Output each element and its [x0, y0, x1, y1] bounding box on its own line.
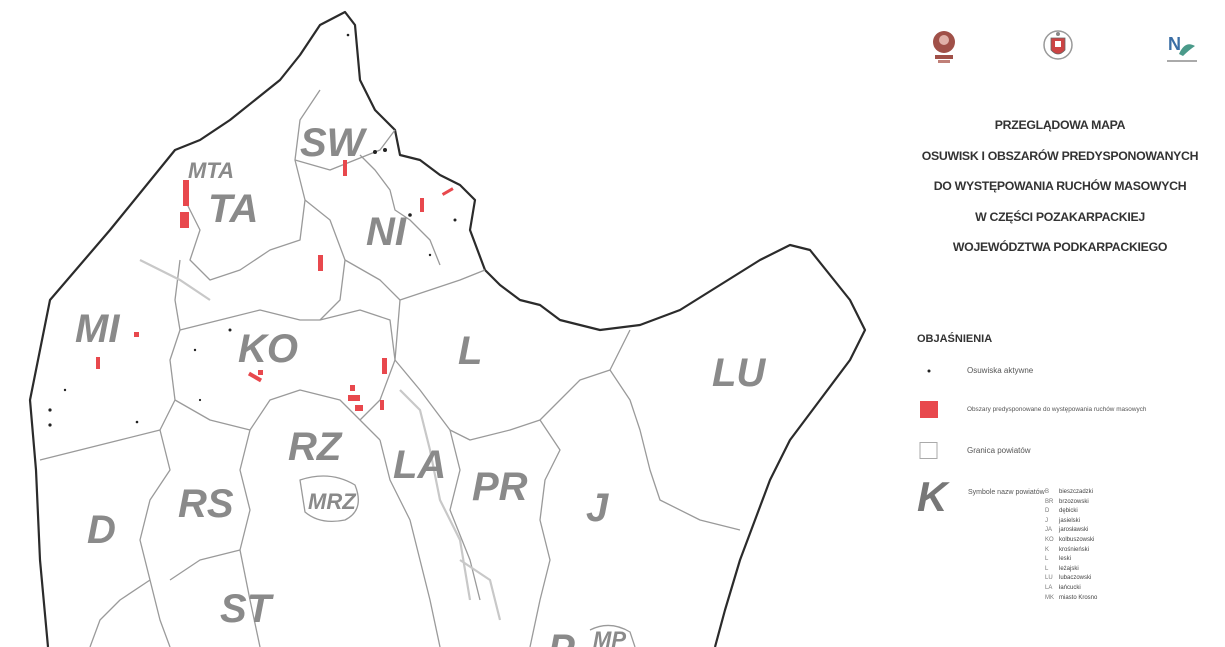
western-boundary-highlight	[139, 259, 502, 621]
abbreviation-name: lubaczowski	[1059, 575, 1092, 582]
abbreviation-name: łańcucki	[1059, 584, 1081, 591]
abbreviation-code: B	[1045, 489, 1050, 495]
region-label-ta: TA	[208, 187, 258, 231]
region-label-rz: RZ	[288, 425, 343, 469]
legend-header: OBJAŚNIENIA	[917, 333, 993, 345]
abbreviation-name: miasto Krosno	[1059, 594, 1098, 601]
abbreviation-code: BR	[1045, 498, 1054, 505]
region-label-ko: KO	[238, 327, 298, 371]
map-title: PRZEGLĄDOWA MAPA OSUWISK I OBSZARÓW PRED…	[895, 110, 1225, 263]
region-label-mta: MTA	[188, 158, 234, 183]
abbreviation-code: K	[1045, 546, 1050, 553]
region-label-ni: NI	[366, 210, 407, 254]
abbreviation-code: L	[1045, 565, 1049, 572]
region-label-rs: RS	[178, 482, 234, 526]
region-label-pr: PR	[472, 465, 528, 509]
abbreviation-name: leżajski	[1059, 565, 1079, 572]
region-label-d: D	[87, 508, 116, 552]
abbreviation-code: LA	[1045, 584, 1053, 591]
district-map: SW MTA TA NI MI KO L LU RZ LA PR RS MRZ …	[28, 10, 867, 647]
legend-label: Obszary predysponowane do występowania r…	[967, 406, 1147, 413]
district-symbol-label: Symbole nazw powiatów	[968, 489, 1045, 496]
red-square-icon	[917, 401, 939, 421]
district-symbol: K	[917, 473, 948, 520]
region-label-l: L	[458, 329, 482, 373]
abbreviation-name: jasielski	[1059, 517, 1081, 524]
abbreviation-code: J	[1045, 517, 1048, 524]
region-label-la: LA	[393, 443, 446, 487]
region-label-st: ST	[220, 587, 275, 631]
region-label-mp: MP	[593, 627, 626, 647]
abbreviation-name: krośnieński	[1059, 546, 1090, 553]
abbreviation-row: JA jarosławski	[1045, 526, 1097, 536]
institute-logo-icon	[927, 28, 961, 68]
title-line: PRZEGLĄDOWA MAPA	[994, 118, 1126, 132]
legend-label: Granica powiatów	[967, 446, 1031, 455]
region-label-lu: LU	[712, 351, 766, 395]
abbreviation-name: kolbuszowski	[1059, 536, 1095, 543]
abbreviation-row: BR brzozowski	[1045, 498, 1097, 508]
district-boundaries	[39, 89, 741, 647]
abbreviation-code: JA	[1045, 527, 1053, 534]
abbreviation-row: LU lubaczowski	[1045, 574, 1097, 584]
region-label-mrz: MRZ	[308, 489, 357, 514]
region-label-mi: MI	[75, 307, 120, 351]
abbreviation-name: jarosławski	[1059, 527, 1089, 534]
logos-row: N	[915, 28, 1205, 73]
region-labels: SW MTA TA NI MI KO L LU RZ LA PR RS MRZ …	[75, 121, 766, 647]
voivodeship-boundary	[28, 10, 867, 647]
abbreviation-name: bieszczadzki	[1059, 489, 1094, 495]
abbreviation-code: KO	[1045, 536, 1054, 543]
legend-label: Osuwiska aktywne	[967, 366, 1034, 375]
abbreviation-code: D	[1045, 508, 1050, 515]
region-label-j: J	[586, 486, 609, 530]
landslide-prone-areas	[96, 160, 454, 411]
title-line: DO WYSTĘPOWANIA RUCHÓW MASOWYCH	[933, 179, 1187, 193]
abbreviation-name: brzozowski	[1059, 498, 1089, 505]
abbreviation-name: dębicki	[1059, 508, 1078, 515]
title-line: WOJEWÓDZTWA PODKARPACKIEGO	[952, 240, 1168, 254]
abbreviation-name: leski	[1059, 556, 1072, 563]
abbreviation-row: KO kolbuszowski	[1045, 536, 1097, 546]
legend-panel: N PRZEGLĄDOWA MAPA OSUWISK I OBSZARÓW PR…	[895, 0, 1225, 647]
abbreviation-code: L	[1045, 556, 1049, 563]
dot-icon	[917, 366, 937, 378]
agency-logo-icon: N	[1165, 28, 1199, 68]
abbreviation-row: MK miasto Krosno	[1045, 594, 1097, 604]
active-landslides	[48, 33, 457, 427]
title-line: W CZĘŚCI POZAKARPACKIEJ	[975, 209, 1145, 224]
region-label-p: P	[548, 627, 575, 647]
boundary-square-icon	[917, 442, 939, 462]
abbreviation-code: LU	[1045, 575, 1053, 582]
title-line: OSUWISK I OBSZARÓW PREDYSPONOWANYCH	[921, 148, 1199, 163]
abbreviation-row: LA łańcucki	[1045, 584, 1097, 594]
coat-of-arms-icon	[1041, 28, 1075, 68]
svg-text:N: N	[1168, 34, 1181, 54]
region-label-sw: SW	[300, 121, 368, 165]
abbreviation-code: MK	[1045, 594, 1054, 601]
